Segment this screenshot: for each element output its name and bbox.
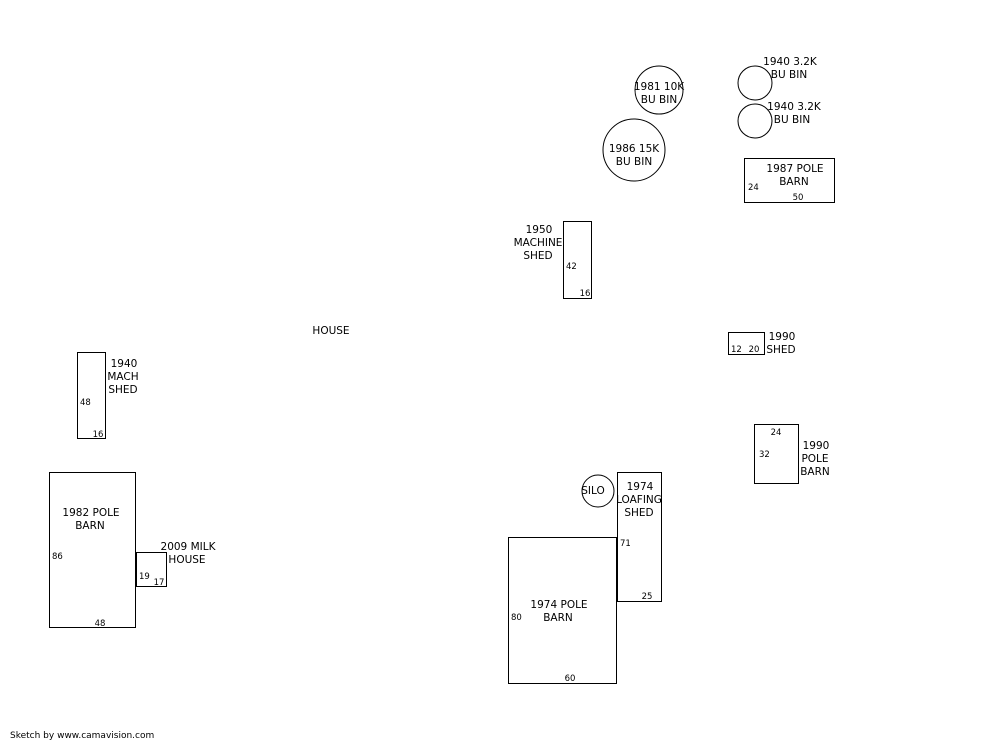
pole-barn-1982-label-line2: BARN (75, 520, 105, 532)
pole-barn-1982-label-line1: 1982 POLE (62, 507, 119, 519)
milk-house-2009: 2009 MILK HOUSE 19 17 (136, 541, 217, 588)
mach-shed-1940-label-line1: 1940 (111, 358, 138, 370)
bin-1940-b: 1940 3.2K BU BIN (737, 101, 822, 139)
milk-house-2009-dim-side: 19 (139, 572, 150, 582)
pole-barn-1990-dim-top: 24 (771, 428, 782, 438)
pole-barn-1982-dim-bottom: 48 (95, 619, 106, 629)
pole-barn-1990-outline (754, 424, 799, 484)
pole-barn-1982-dim-side: 86 (52, 552, 63, 562)
pole-barn-1987-dim-side: 24 (748, 183, 759, 193)
bin-1986: 1986 15K BU BIN (602, 118, 666, 182)
bin-1981: 1981 10K BU BIN (634, 65, 685, 115)
machine-shed-1950-dim-side: 42 (566, 262, 577, 272)
milk-house-2009-outline (136, 552, 167, 587)
bin-1940-b-outline (737, 103, 773, 139)
machine-shed-1950-label-line2: MACHINE (514, 237, 563, 249)
pole-barn-1987: 1987 POLE BARN 24 50 (744, 158, 835, 203)
machine-shed-1950-label-line3: SHED (523, 250, 552, 262)
bin-1986-label-line2: BU BIN (616, 156, 652, 168)
pole-barn-1990-label-line1: 1990 (803, 440, 830, 452)
shed-1990-label-line1: 1990 (769, 331, 796, 343)
milk-house-2009-dim-bottom: 17 (154, 578, 165, 588)
milk-house-2009-label-line1: 2009 MILK (161, 541, 217, 553)
loafing-shed-1974: 1974 LOAFING SHED 71 25 (616, 472, 662, 602)
pole-barn-1974-label-line1: 1974 POLE (530, 599, 587, 611)
shed-1990-label-line2: SHED (766, 344, 795, 356)
shed-1990-outline (728, 332, 765, 355)
mach-shed-1940-dim-bottom: 16 (93, 430, 104, 440)
sketch-credit: Sketch by www.camavision.com (10, 731, 155, 741)
loafing-shed-1974-label-line3: SHED (624, 507, 653, 519)
pole-barn-1987-label-line1: 1987 POLE (766, 163, 823, 175)
shed-1990: 1990 SHED 12 20 (728, 331, 796, 356)
mach-shed-1940-outline (77, 352, 106, 439)
mach-shed-1940-dim-side: 48 (80, 398, 91, 408)
bin-1986-label-line1: 1986 15K (609, 143, 660, 155)
pole-barn-1982-outline (49, 472, 136, 628)
pole-barn-1974-dim-bottom: 60 (565, 674, 576, 684)
bin-1940-a: 1940 3.2K BU BIN (737, 56, 818, 101)
loafing-shed-1974-outline (617, 472, 662, 602)
bin-1940-a-label-line1: 1940 3.2K (763, 56, 818, 68)
bin-1981-outline (634, 65, 684, 115)
bin-1981-label-line1: 1981 10K (634, 81, 685, 93)
bin-1986-outline (602, 118, 666, 182)
pole-barn-1990-dim-side: 32 (759, 450, 770, 460)
mach-shed-1940-label-line2: MACH (107, 371, 138, 383)
pole-barn-1990-label-line2: POLE (801, 453, 828, 465)
silo-outline (581, 474, 615, 508)
bin-1981-label-line2: BU BIN (641, 94, 677, 106)
pole-barn-1987-outline (744, 158, 835, 203)
pole-barn-1990-label-line3: BARN (800, 466, 830, 478)
pole-barn-1974-dim-side: 80 (511, 613, 522, 623)
house-label: HOUSE (312, 325, 349, 337)
pole-barn-1974: 1974 POLE BARN 80 60 (508, 537, 617, 684)
pole-barn-1974-label-line2: BARN (543, 612, 573, 624)
mach-shed-1940: 1940 MACH SHED 48 16 (77, 352, 139, 440)
loafing-shed-1974-dim-bottom: 25 (642, 592, 653, 602)
loafing-shed-1974-label-line2: LOAFING (616, 494, 662, 506)
pole-barn-1974-outline (508, 537, 617, 684)
bin-1940-a-outline (737, 65, 773, 101)
machine-shed-1950-label-line1: 1950 (526, 224, 553, 236)
bin-1940-a-label-line2: BU BIN (771, 69, 807, 81)
mach-shed-1940-label-line3: SHED (108, 384, 137, 396)
pole-barn-1987-dim-bottom: 50 (793, 193, 804, 203)
bin-1940-b-label-line2: BU BIN (774, 114, 810, 126)
pole-barn-1982: 1982 POLE BARN 86 48 (49, 472, 136, 629)
shed-1990-dim-side: 12 (731, 345, 742, 355)
machine-shed-1950-dim-bottom: 16 (580, 289, 591, 299)
pole-barn-1990: 1990 POLE BARN 24 32 (754, 424, 830, 484)
bin-1940-b-label-line1: 1940 3.2K (767, 101, 822, 113)
silo-label: SILO (581, 485, 605, 497)
milk-house-2009-label-line2: HOUSE (168, 554, 205, 566)
shed-1990-dim-bottom: 20 (749, 345, 760, 355)
machine-shed-1950-outline (563, 221, 592, 299)
pole-barn-1987-label-line2: BARN (779, 176, 809, 188)
loafing-shed-1974-dim-side: 71 (620, 539, 631, 549)
loafing-shed-1974-label-line1: 1974 (627, 481, 654, 493)
silo: SILO (581, 474, 615, 508)
machine-shed-1950: 1950 MACHINE SHED 42 16 (514, 221, 592, 299)
